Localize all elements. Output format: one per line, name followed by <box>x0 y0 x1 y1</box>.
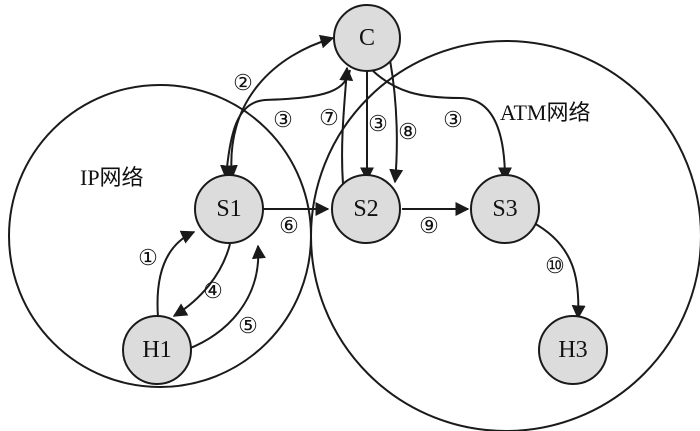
edge-c-to-s1 <box>220 69 351 180</box>
node-s2: S2 <box>331 174 401 244</box>
edge-c-to-s3 <box>371 69 512 182</box>
step-label-6: ⑥ <box>279 214 299 239</box>
node-c-label: C <box>359 25 375 51</box>
atm-network-label: ATM网络 <box>500 100 590 125</box>
node-s3-label: S3 <box>492 196 517 222</box>
node-s3: S3 <box>470 174 540 244</box>
node-h1: H1 <box>122 315 192 385</box>
node-h3-label: H3 <box>558 337 587 363</box>
edge-h1-to-s1 <box>156 230 196 318</box>
step-label-10: ⑩ <box>545 254 565 279</box>
atm-network-region <box>310 40 700 431</box>
edge-s2-to-c <box>339 66 354 185</box>
step-label-4: ④ <box>203 279 223 304</box>
step-label-8: ⑧ <box>398 120 418 145</box>
step-label-3-s3: ③ <box>443 108 463 133</box>
step-label-5: ⑤ <box>238 314 258 339</box>
edge-s1-c-bidirectional <box>223 34 335 180</box>
step-label-9: ⑨ <box>419 214 439 239</box>
step-label-2: ② <box>233 71 253 96</box>
node-h1-label: H1 <box>142 337 171 363</box>
step-label-1: ① <box>138 246 158 271</box>
node-h3: H3 <box>538 315 608 385</box>
edge-h1-to-s1-second <box>187 244 266 350</box>
edge-s1-to-h1 <box>172 243 231 317</box>
step-label-3-s2: ③ <box>368 112 388 137</box>
node-s1: S1 <box>194 174 264 244</box>
edge-c-to-s2-second <box>389 59 404 184</box>
step-label-7: ⑦ <box>319 106 339 131</box>
node-c: C <box>333 4 401 72</box>
step-label-3-s1: ③ <box>273 108 293 133</box>
node-s1-label: S1 <box>216 196 241 222</box>
node-s2-label: S2 <box>353 196 378 222</box>
ip-network-label: IP网络 <box>80 165 144 190</box>
edge-s3-to-h3 <box>531 221 586 320</box>
